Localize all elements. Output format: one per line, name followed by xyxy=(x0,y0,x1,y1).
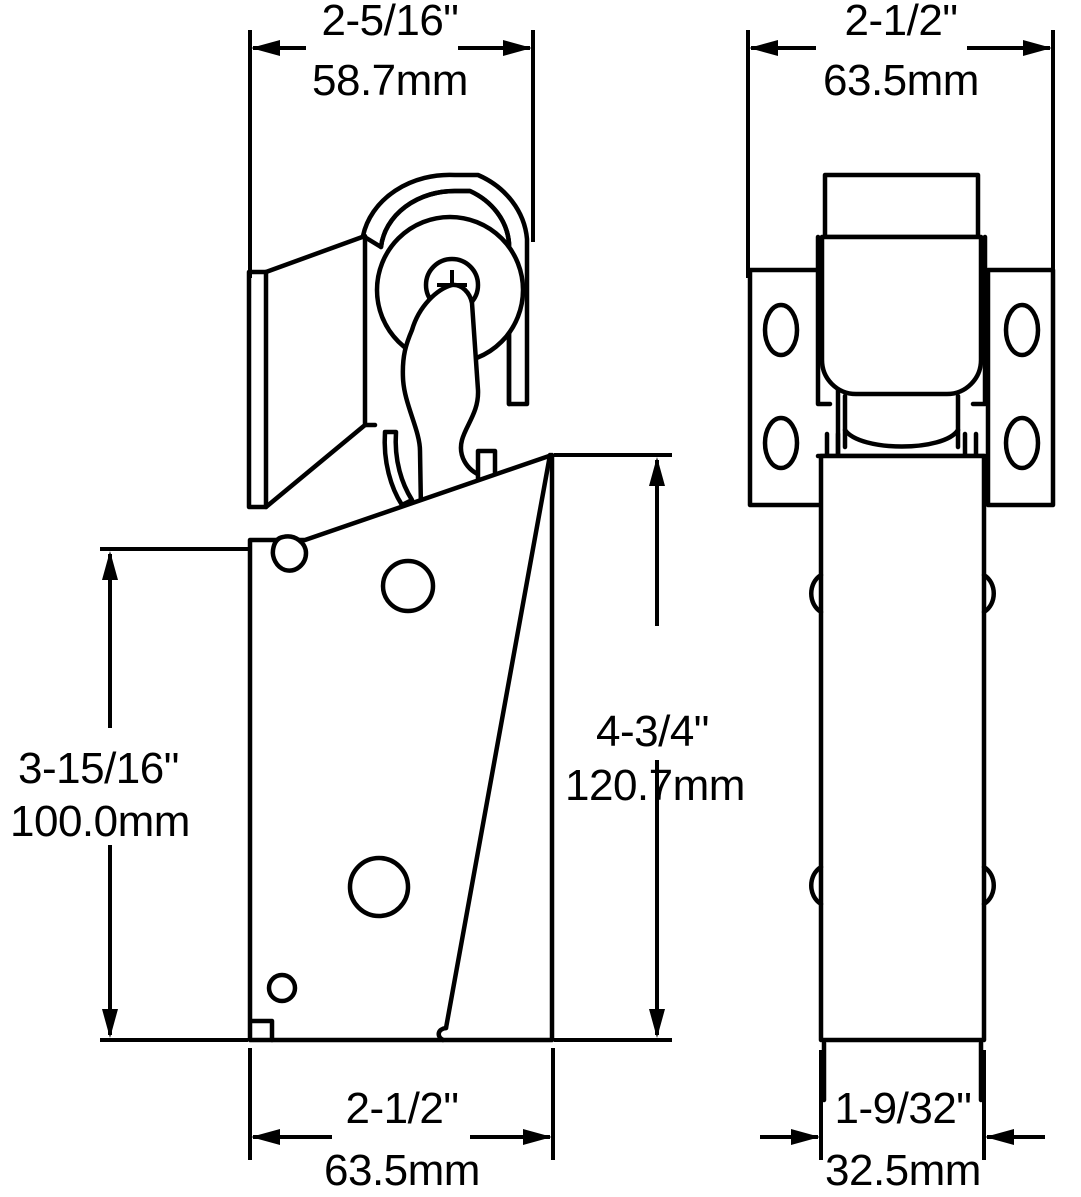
dimension-middle-vertical xyxy=(554,453,672,1042)
front-shank-bottom-ext xyxy=(821,1040,984,1103)
dim-bottom-left-metric: 63.5mm xyxy=(324,1146,480,1195)
arrowhead-right xyxy=(1023,40,1052,56)
dim-middle-vertical-imperial: 4-3/4" xyxy=(596,707,709,756)
arrowhead-top xyxy=(102,551,118,580)
front-shank xyxy=(818,453,987,1043)
arrowhead-left xyxy=(251,40,280,56)
dim-left-vertical-imperial: 3-15/16" xyxy=(18,744,179,793)
side-view-geometry xyxy=(246,172,555,1043)
plate-hole-lower xyxy=(347,855,411,919)
front-neck-rib-left xyxy=(824,431,841,459)
dimension-bottom-right xyxy=(760,1050,1045,1160)
front-body-upper xyxy=(822,172,981,240)
dim-top-left-imperial: 2-5/16" xyxy=(322,0,459,45)
lever-rib xyxy=(382,429,415,508)
dim-left-vertical-metric: 100.0mm xyxy=(10,797,190,846)
arrowhead-bottom xyxy=(649,1009,665,1038)
arrowhead-top xyxy=(649,457,665,486)
right-flange-slot-upper xyxy=(1003,302,1041,358)
dim-middle-vertical-metric: 120.7mm xyxy=(565,761,745,810)
hook-lever xyxy=(400,282,506,513)
plate-corner-notch xyxy=(249,1018,275,1043)
shank-hole-edge-upper-right xyxy=(981,572,996,615)
stud-boss xyxy=(270,534,309,573)
arrowhead-left xyxy=(749,40,778,56)
shank-hole-edge-lower-left xyxy=(809,864,824,907)
dimension-left-vertical xyxy=(100,547,248,1042)
left-flange-slot-lower xyxy=(762,415,800,471)
dim-top-left-metric: 58.7mm xyxy=(312,56,468,105)
dimension-bottom-left xyxy=(248,1048,555,1160)
dim-bottom-right-metric: 32.5mm xyxy=(825,1146,981,1195)
arrowhead-bottom xyxy=(102,1009,118,1038)
plate-hole-upper xyxy=(380,558,436,614)
shank-hole-edge-lower-right xyxy=(981,864,996,907)
dimension-top-left xyxy=(248,30,535,278)
front-neck-rib-right xyxy=(962,431,979,459)
dim-top-right-imperial: 2-1/2" xyxy=(845,0,958,45)
front-body-left-rail xyxy=(815,234,833,407)
front-view-geometry xyxy=(747,172,1056,1103)
dim-bottom-right-imperial: 1-9/32" xyxy=(835,1084,972,1133)
plate-diagonal-foot xyxy=(436,1025,449,1043)
dim-bottom-left-imperial: 2-1/2" xyxy=(346,1084,459,1133)
arrowhead-right xyxy=(523,1129,552,1145)
plate-diagonal-edge xyxy=(443,452,553,1031)
dim-top-right-metric: 63.5mm xyxy=(823,56,979,105)
plate-hole-small xyxy=(266,972,298,1004)
arrowhead-left xyxy=(251,1129,280,1145)
arrowhead-left xyxy=(791,1129,820,1145)
front-body-main xyxy=(819,234,984,397)
shank-hole-edge-upper-left xyxy=(809,572,824,615)
front-body-right-rail xyxy=(970,234,988,407)
left-flange-slot-upper xyxy=(762,302,800,358)
dimension-top-right xyxy=(746,30,1055,278)
right-flange-slot-lower xyxy=(1003,415,1041,471)
front-body-neck-curve xyxy=(842,427,961,449)
bracket-angled-panel xyxy=(263,233,368,510)
front-body-neck xyxy=(842,393,961,450)
arrowhead-right xyxy=(985,1129,1014,1145)
roller-housing-inner xyxy=(378,188,512,407)
side-plate-tab xyxy=(246,269,269,510)
arrowhead-right xyxy=(503,40,532,56)
